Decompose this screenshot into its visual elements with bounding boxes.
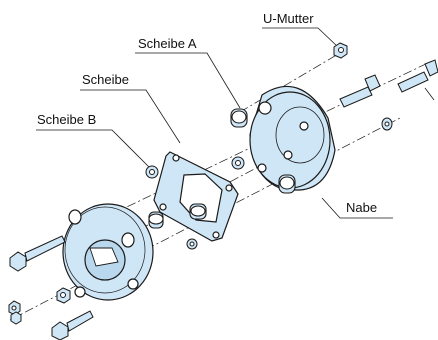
washer-mid-2 bbox=[186, 238, 198, 250]
leader-scheibe-a bbox=[135, 52, 241, 109]
label-u-mutter: U-Mutter bbox=[263, 11, 314, 26]
left-hub bbox=[62, 203, 154, 301]
label-scheibe: Scheibe bbox=[82, 72, 129, 87]
leader-right-edge bbox=[424, 87, 435, 101]
leader-u-mutter bbox=[262, 27, 339, 48]
leader-scheibe-b bbox=[36, 129, 151, 169]
label-nabe: Nabe bbox=[346, 200, 378, 215]
washer-right-far bbox=[381, 117, 393, 131]
bolt-right-far bbox=[397, 59, 438, 93]
nut-lower-left bbox=[56, 287, 71, 304]
washer-scheibe-b bbox=[145, 165, 159, 179]
center-axis-umutter bbox=[239, 49, 346, 113]
spacer-right-lower bbox=[278, 174, 296, 194]
label-scheibe-a: Scheibe A bbox=[138, 36, 197, 51]
nut-bottom-left bbox=[10, 311, 22, 325]
bolt-lower-left bbox=[51, 310, 94, 340]
center-plate bbox=[153, 151, 239, 242]
spacer-center bbox=[189, 203, 207, 220]
center-axis-lower bbox=[9, 117, 401, 321]
leader-scheibe bbox=[80, 89, 181, 144]
spacer-right-upper bbox=[230, 108, 248, 128]
leader-nabe bbox=[321, 197, 393, 219]
spacer-left-lower bbox=[148, 211, 164, 229]
washer-mid-1 bbox=[231, 156, 245, 170]
right-hub bbox=[249, 85, 336, 191]
u-mutter-nut bbox=[333, 42, 348, 59]
bolt-upper-left bbox=[9, 235, 66, 272]
bolt-right-upper bbox=[339, 74, 381, 108]
nut-far-left bbox=[8, 300, 21, 316]
label-scheibe-b: Scheibe B bbox=[37, 112, 97, 127]
